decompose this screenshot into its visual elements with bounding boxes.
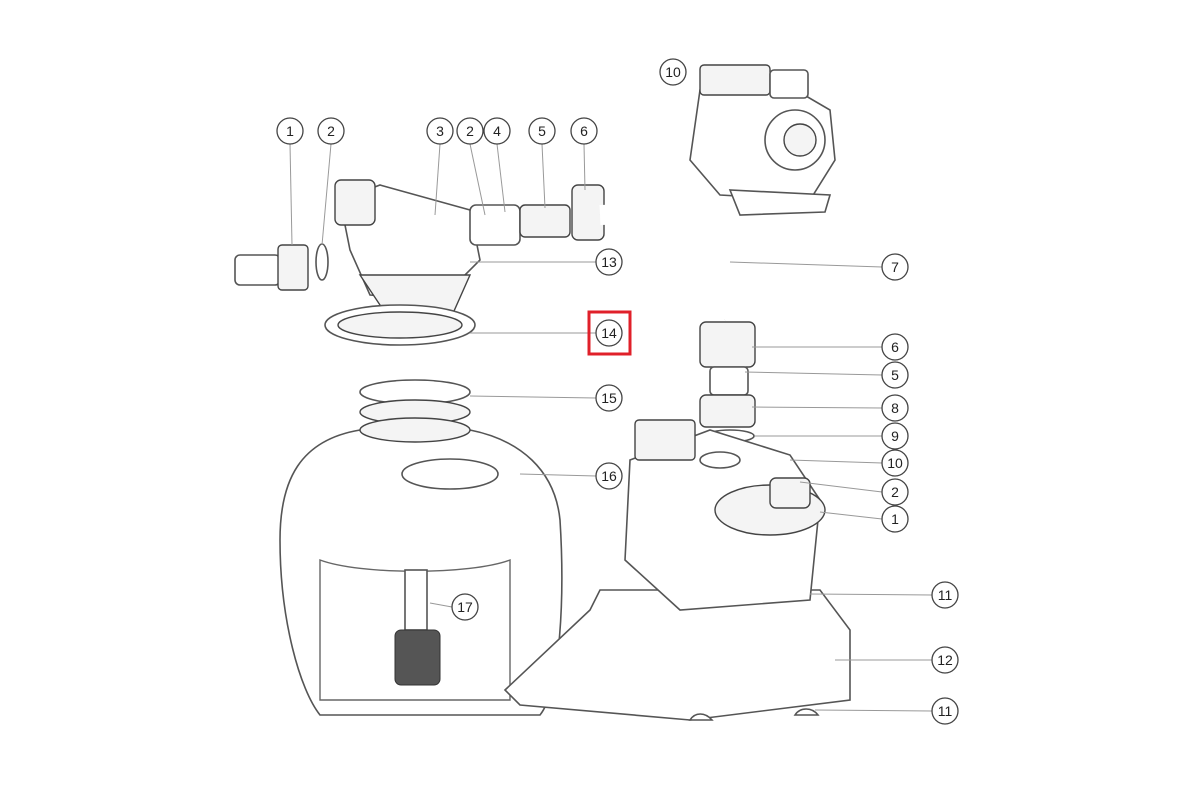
callout-3: 3 bbox=[426, 117, 454, 145]
svg-text:9: 9 bbox=[891, 428, 899, 444]
svg-text:2: 2 bbox=[891, 484, 899, 500]
svg-text:17: 17 bbox=[457, 599, 473, 615]
svg-text:10: 10 bbox=[665, 64, 681, 80]
svg-text:10: 10 bbox=[887, 455, 903, 471]
callout-5: 5 bbox=[881, 361, 909, 389]
spare-pump-part bbox=[689, 64, 836, 216]
callout-2: 2 bbox=[317, 117, 345, 145]
svg-text:5: 5 bbox=[891, 367, 899, 383]
callout-1: 1 bbox=[881, 505, 909, 533]
svg-text:3: 3 bbox=[436, 123, 444, 139]
pump-part bbox=[503, 419, 851, 721]
callout-5: 5 bbox=[528, 117, 556, 145]
multiport-valve-part bbox=[234, 179, 605, 321]
callout-4: 4 bbox=[483, 117, 511, 145]
callouts: 1 2 3 2 4 5 6 10 13 7 14 6 5 15 8 9 16 1… bbox=[276, 58, 959, 725]
svg-text:13: 13 bbox=[601, 254, 617, 270]
callout-6: 6 bbox=[570, 117, 598, 145]
svg-text:2: 2 bbox=[466, 123, 474, 139]
svg-text:2: 2 bbox=[327, 123, 335, 139]
callout-1: 1 bbox=[276, 117, 304, 145]
o-ring-part bbox=[359, 379, 471, 425]
svg-text:15: 15 bbox=[601, 390, 617, 406]
callout-11: 11 bbox=[931, 697, 959, 725]
svg-text:8: 8 bbox=[891, 400, 899, 416]
callout-11: 11 bbox=[931, 581, 959, 609]
callout-7: 7 bbox=[881, 253, 909, 281]
callout-10: 10 bbox=[659, 58, 687, 86]
callout-12: 12 bbox=[931, 646, 959, 674]
svg-text:6: 6 bbox=[891, 339, 899, 355]
callout-8: 8 bbox=[881, 394, 909, 422]
svg-text:16: 16 bbox=[601, 468, 617, 484]
svg-text:1: 1 bbox=[286, 123, 294, 139]
svg-text:14: 14 bbox=[601, 325, 617, 341]
svg-text:12: 12 bbox=[937, 652, 953, 668]
callout-2: 2 bbox=[881, 478, 909, 506]
svg-text:11: 11 bbox=[938, 587, 953, 603]
clamp-part bbox=[324, 304, 476, 346]
svg-text:6: 6 bbox=[580, 123, 588, 139]
callout-14[interactable]: 14 bbox=[587, 310, 632, 356]
callout-9: 9 bbox=[881, 422, 909, 450]
filter-tank-part bbox=[279, 417, 563, 716]
callout-16: 16 bbox=[595, 462, 623, 490]
svg-text:7: 7 bbox=[891, 259, 899, 275]
highlight-box bbox=[587, 310, 632, 356]
svg-text:4: 4 bbox=[493, 123, 501, 139]
callout-2: 2 bbox=[456, 117, 484, 145]
leader-lines bbox=[289, 143, 933, 712]
svg-text:5: 5 bbox=[538, 123, 546, 139]
callout-13: 13 bbox=[595, 248, 623, 276]
svg-text:1: 1 bbox=[891, 511, 899, 527]
union-fittings-part bbox=[699, 321, 756, 443]
svg-text:11: 11 bbox=[938, 703, 953, 719]
callout-15: 15 bbox=[595, 384, 623, 412]
callout-10: 10 bbox=[881, 449, 909, 477]
callout-17: 17 bbox=[451, 593, 479, 621]
callout-6: 6 bbox=[881, 333, 909, 361]
